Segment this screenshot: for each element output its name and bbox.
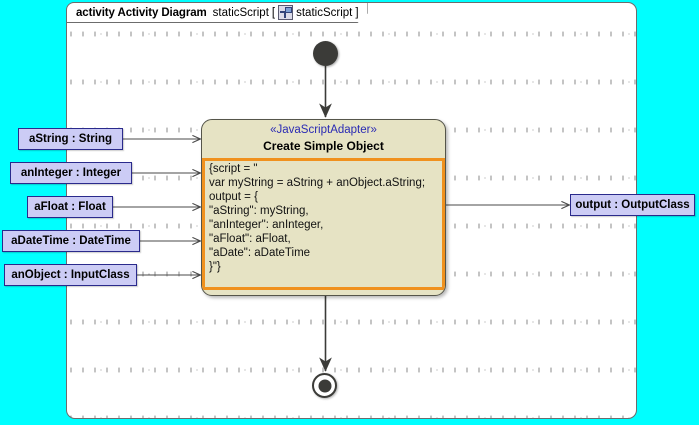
input-pin-label: aDateTime : DateTime bbox=[11, 235, 131, 247]
bracket-close: ] bbox=[355, 6, 359, 19]
frame-keyword: activity Activity Diagram bbox=[76, 6, 207, 19]
input-pin-label: anInteger : Integer bbox=[20, 167, 122, 179]
input-pin-label: aFloat : Float bbox=[34, 201, 106, 213]
input-pin-afloat[interactable]: aFloat : Float bbox=[27, 196, 113, 218]
action-header: «JavaScriptAdapter» Create Simple Object bbox=[202, 120, 445, 154]
initial-node[interactable] bbox=[313, 41, 338, 66]
frame-name: staticScript bbox=[212, 6, 269, 19]
action-script-body[interactable]: {script = " var myString = aString + anO… bbox=[202, 158, 445, 291]
activity-diagram-icon bbox=[278, 5, 293, 20]
output-pin-label: output : OutputClass bbox=[575, 199, 690, 211]
input-pin-label: anObject : InputClass bbox=[11, 269, 130, 281]
input-pin-adatetime[interactable]: aDateTime : DateTime bbox=[2, 230, 140, 252]
action-stereotype: «JavaScriptAdapter» bbox=[270, 124, 377, 136]
frame-qualifier: staticScript bbox=[296, 6, 353, 19]
input-pin-label: aString : String bbox=[28, 133, 113, 145]
activity-final-node[interactable] bbox=[312, 373, 337, 398]
input-pin-anobject[interactable]: anObject : InputClass bbox=[4, 264, 137, 286]
bracket-open: [ bbox=[271, 6, 276, 19]
action-title: Create Simple Object bbox=[263, 138, 384, 153]
frame-name-tab[interactable]: activity Activity Diagram staticScript [… bbox=[66, 2, 368, 23]
action-node-create-simple-object[interactable]: «JavaScriptAdapter» Create Simple Object… bbox=[201, 119, 446, 296]
output-pin-output[interactable]: output : OutputClass bbox=[570, 194, 695, 216]
input-pin-astring[interactable]: aString : String bbox=[18, 128, 123, 150]
input-pin-aninteger[interactable]: anInteger : Integer bbox=[10, 162, 132, 184]
